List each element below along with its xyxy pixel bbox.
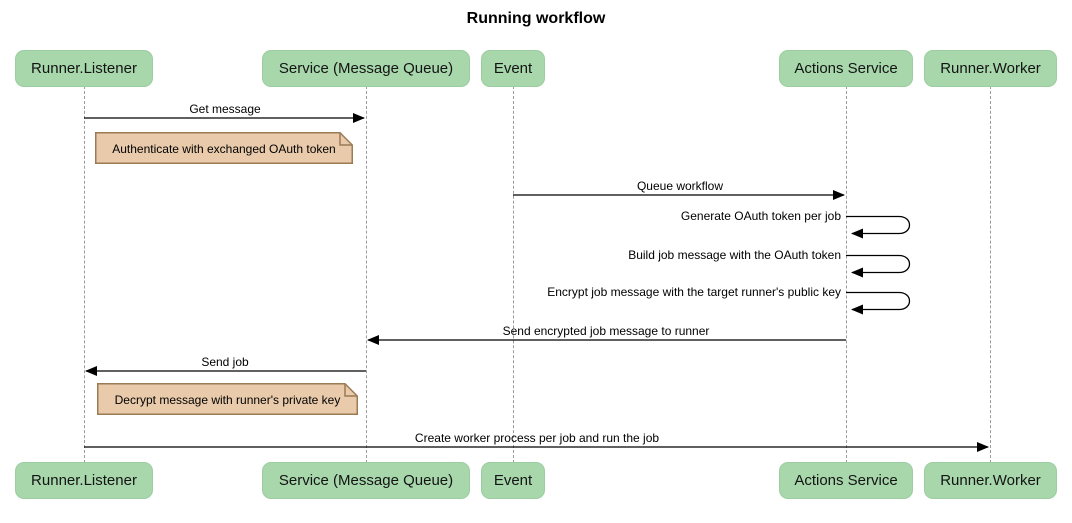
self-loop-generate-oauth-token bbox=[846, 215, 911, 239]
message-label-create-worker-process: Create worker process per job and run th… bbox=[414, 431, 660, 445]
participant-event-top: Event bbox=[481, 50, 545, 87]
message-label-build-job-message: Build job message with the OAuth token bbox=[628, 248, 841, 262]
message-label-generate-oauth-token: Generate OAuth token per job bbox=[680, 209, 841, 223]
participant-runner-worker-bottom: Runner.Worker bbox=[924, 462, 1057, 499]
lifeline-runner-worker bbox=[989, 86, 991, 463]
note-authenticate-oauth: Authenticate with exchanged OAuth token bbox=[95, 132, 353, 164]
self-loop-encrypt-job-message bbox=[846, 291, 911, 315]
self-loop-build-job-message bbox=[846, 254, 911, 278]
lifeline-runner-listener bbox=[83, 86, 85, 463]
note-decrypt-private-key: Decrypt message with runner's private ke… bbox=[97, 383, 358, 415]
participant-service-message-queue-top: Service (Message Queue) bbox=[262, 50, 470, 87]
message-label-encrypt-job-message: Encrypt job message with the target runn… bbox=[547, 285, 841, 299]
note-shape bbox=[95, 132, 353, 164]
note-text: Authenticate with exchanged OAuth token bbox=[112, 142, 336, 156]
lifeline-service-message-queue bbox=[365, 86, 367, 463]
message-label-send-encrypted-job-message: Send encrypted job message to runner bbox=[502, 324, 710, 338]
lifeline-event bbox=[512, 86, 514, 463]
message-label-get-message: Get message bbox=[189, 102, 261, 116]
note-shape bbox=[97, 383, 358, 415]
diagram-title: Running workflow bbox=[466, 10, 606, 27]
participant-event-bottom: Event bbox=[481, 462, 545, 499]
participant-actions-service-bottom: Actions Service bbox=[779, 462, 913, 499]
note-text: Decrypt message with runner's private ke… bbox=[114, 393, 341, 407]
participant-runner-listener-top: Runner.Listener bbox=[15, 50, 153, 87]
message-label-queue-workflow: Queue workflow bbox=[636, 179, 724, 193]
participant-actions-service-top: Actions Service bbox=[779, 50, 913, 87]
message-label-send-job: Send job bbox=[201, 355, 249, 369]
participant-runner-listener-bottom: Runner.Listener bbox=[15, 462, 153, 499]
participant-runner-worker-top: Runner.Worker bbox=[924, 50, 1057, 87]
participant-service-message-queue-bottom: Service (Message Queue) bbox=[262, 462, 470, 499]
lifeline-actions-service bbox=[845, 86, 847, 463]
